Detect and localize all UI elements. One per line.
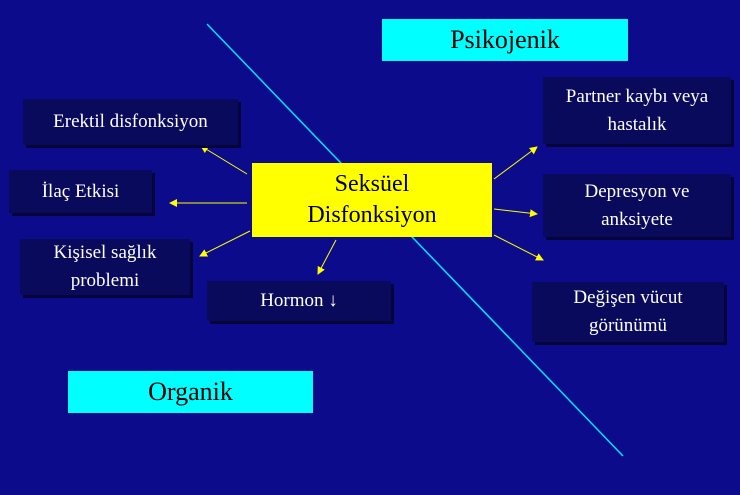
arrow-to-kisisel — [199, 230, 251, 257]
cause-degisen-vucut-gorunumu: Değişen vücut görünümü — [532, 282, 724, 342]
arrow-to-partner — [493, 146, 538, 180]
divider-line — [206, 23, 624, 457]
cause-depresyon-anksiyete: Depresyon ve anksiyete — [543, 174, 731, 237]
category-organik: Organik — [68, 371, 313, 413]
cause-ilac-etkisi: İlaç Etkisi — [9, 170, 152, 213]
category-psikojenik: Psikojenik — [382, 19, 628, 61]
arrow-to-hormon — [317, 239, 337, 275]
arrow-to-degisen — [493, 234, 544, 261]
cause-partner-kaybi: Partner kaybı veya hastalık — [543, 77, 731, 144]
cause-erektil-disfonksiyon: Erektil disfonksiyon — [23, 99, 238, 145]
cause-hormon: Hormon ↓ — [207, 281, 391, 321]
cause-kisisel-saglik-problemi: Kişisel sağlık problemi — [20, 239, 190, 295]
center-node: Seksüel Disfonksiyon — [252, 163, 492, 237]
arrow-to-erektil — [200, 145, 248, 175]
arrow-to-depresyon — [493, 208, 538, 218]
